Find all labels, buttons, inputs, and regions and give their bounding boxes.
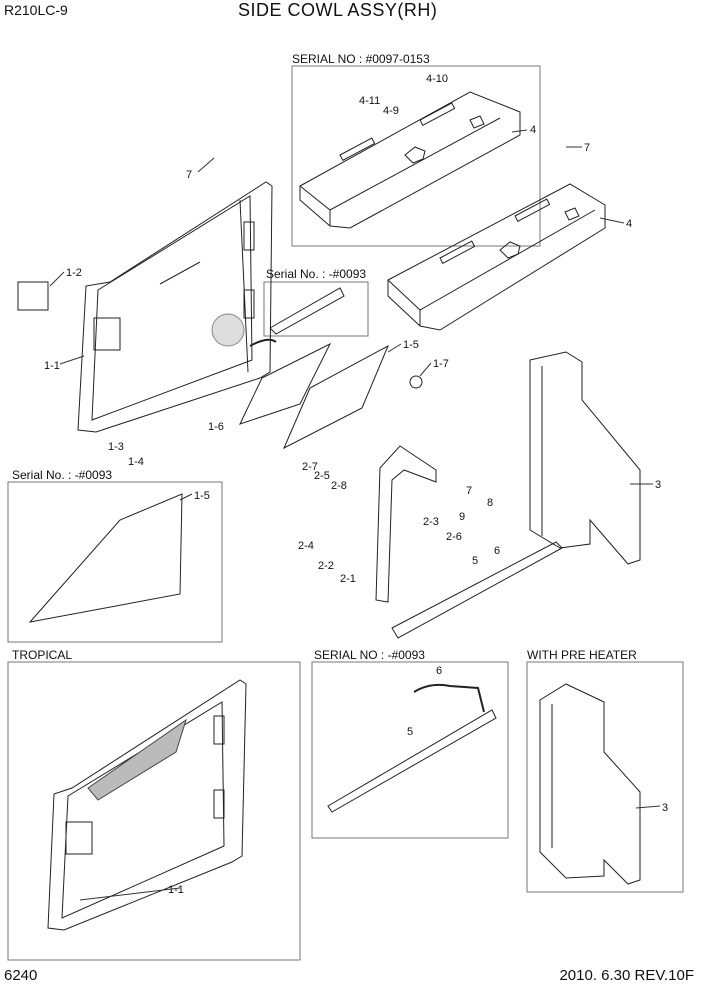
- caption-serial-0097-0153: SERIAL NO : #0097-0153: [292, 52, 430, 66]
- inset-frames: [8, 66, 683, 960]
- bracket-2-1: [376, 446, 436, 602]
- callout-1-5-inset: 1-5: [194, 490, 210, 502]
- frame-tropical: [8, 662, 300, 960]
- callout-4-11: 4-11: [359, 95, 381, 107]
- panel-1-5: [284, 346, 388, 448]
- callout-2-2: 2-2: [318, 560, 334, 572]
- duct-cover-3-preheater: [540, 684, 640, 884]
- callout-2-3: 2-3: [423, 516, 439, 528]
- callout-4-top: 4: [530, 124, 537, 136]
- callout-1-6: 1-6: [208, 421, 224, 433]
- caption-serial-bottom: SERIAL NO : -#0093: [314, 648, 425, 662]
- callout-9: 9: [459, 511, 466, 523]
- callout-1-1: 1-1: [44, 360, 60, 372]
- callout-1-2: 1-2: [66, 267, 82, 279]
- callout-7-right: 7: [584, 142, 591, 154]
- callout-5-bottom: 5: [407, 726, 414, 738]
- callout-2-4: 2-4: [298, 540, 314, 552]
- caption-serial-inset-mid: Serial No. : -#0093: [266, 267, 367, 281]
- callout-2-6: 2-6: [446, 531, 462, 543]
- callout-4-9: 4-9: [383, 105, 399, 117]
- callout-5: 5: [472, 555, 479, 567]
- callout-2-1: 2-1: [340, 573, 356, 585]
- leader-lines: [50, 130, 660, 900]
- page-title: SIDE COWL ASSY(RH): [238, 0, 438, 20]
- frame-pre-heater: [527, 662, 683, 892]
- panel-1-6: [240, 344, 330, 424]
- duct-cover-3: [530, 352, 640, 564]
- tropical-door: [48, 680, 246, 930]
- callout-1-7: 1-7: [433, 358, 449, 370]
- caption-tropical: TROPICAL: [12, 648, 73, 662]
- detail-arrow: [250, 340, 276, 346]
- callout-1-4: 1-4: [128, 456, 144, 468]
- hose-6-bottom: [414, 685, 484, 712]
- model-label: R210LC-9: [4, 2, 68, 18]
- plate-4-top: [300, 92, 520, 228]
- frame-serial-0097-0153: [292, 66, 540, 246]
- callout-3: 3: [655, 479, 662, 491]
- callout-7-left: 7: [186, 169, 193, 181]
- callout-1-3: 1-3: [108, 441, 124, 453]
- frame-serial-inset-mid: [264, 282, 368, 336]
- frame-serial-inset-left: [8, 482, 222, 642]
- callout-1-5: 1-5: [403, 339, 419, 351]
- callout-4-10: 4-10: [426, 73, 449, 85]
- inset-mid-bracket: [270, 288, 344, 334]
- panel-1-5-inset: [30, 494, 182, 622]
- callout-2-5: 2-5: [314, 470, 330, 482]
- callout-3-bottom: 3: [662, 802, 669, 814]
- caption-pre-heater: WITH PRE HEATER: [527, 648, 637, 662]
- frame-serial-bottom: [312, 662, 508, 838]
- callout-8: 8: [487, 497, 494, 509]
- rod-5: [392, 542, 562, 638]
- latch-1-2: [18, 282, 48, 310]
- callout-6-bottom: 6: [436, 665, 443, 677]
- side-cowl-door: [78, 182, 272, 432]
- page-number: 6240: [4, 967, 38, 984]
- callout-1-1-tropical: 1-1: [168, 884, 184, 896]
- revision-date: 2010. 6.30 REV.10F: [559, 967, 694, 984]
- callout-6: 6: [494, 545, 501, 557]
- rod-5-bottom: [328, 710, 496, 812]
- callout-2-7: 2-7: [302, 461, 318, 473]
- plate-4-mid: [388, 184, 605, 330]
- callout-4-mid: 4: [626, 218, 633, 230]
- grommet-1-7: [410, 376, 422, 388]
- callout-7-mid: 7: [466, 485, 473, 497]
- caption-serial-inset-left: Serial No. : -#0093: [12, 468, 113, 482]
- callout-2-8: 2-8: [331, 480, 347, 492]
